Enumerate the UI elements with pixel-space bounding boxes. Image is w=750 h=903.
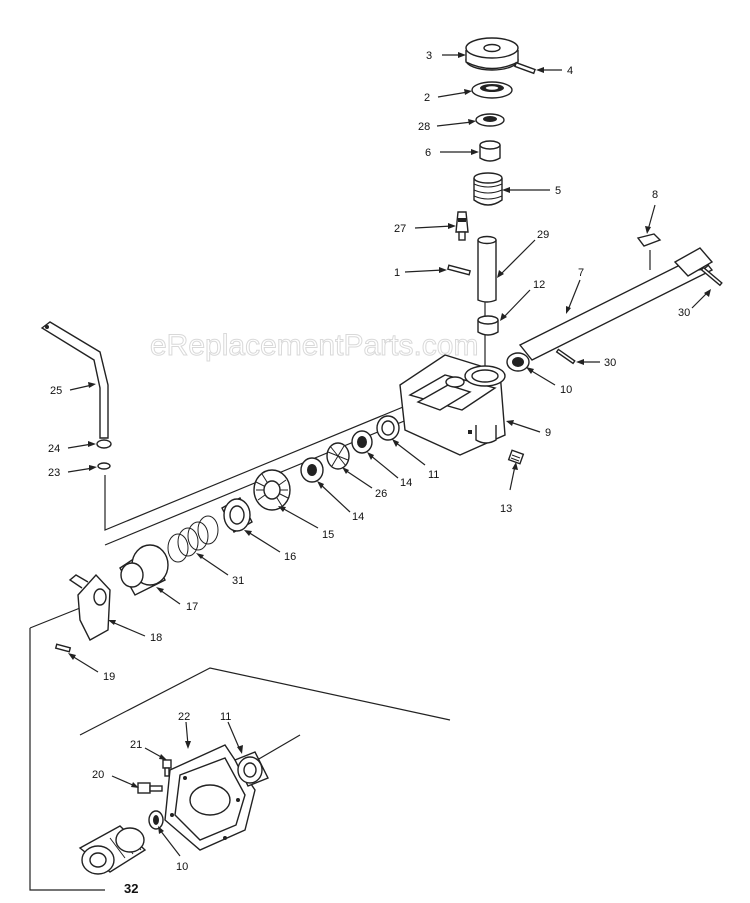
- part-28-washer[interactable]: [475, 113, 505, 127]
- callout-32: 32: [124, 881, 138, 896]
- callout-21: 21: [130, 739, 142, 751]
- part-16-collar[interactable]: [221, 497, 253, 533]
- part-29-shaft[interactable]: [477, 235, 497, 303]
- callout-7: 7: [578, 267, 584, 279]
- callout-11-upper: 11: [428, 469, 439, 481]
- callout-25: 25: [50, 385, 62, 397]
- callout-4: 4: [567, 65, 573, 77]
- callout-22: 22: [178, 711, 190, 723]
- callout-9: 9: [545, 427, 551, 439]
- part-12-bearing[interactable]: [477, 315, 499, 336]
- part-24-washer[interactable]: [96, 439, 112, 449]
- callout-19: 19: [103, 671, 115, 683]
- callout-31: 31: [232, 575, 244, 587]
- callout-30-mid: 30: [604, 357, 616, 369]
- leader-lines: [67, 52, 711, 857]
- part-2-bearing[interactable]: [471, 81, 513, 99]
- part-20-bolt[interactable]: [137, 782, 163, 794]
- callout-labels: 3 4 2 28 6 5 27 29 8 7 1 12 30 30 10 25 …: [48, 50, 690, 896]
- callout-18: 18: [150, 632, 162, 644]
- part-32-boot[interactable]: [78, 825, 147, 875]
- callout-5: 5: [555, 185, 561, 197]
- callout-8: 8: [652, 189, 658, 201]
- part-25-shift-lever[interactable]: [40, 321, 109, 439]
- part-30-pin-mid[interactable]: [555, 348, 576, 365]
- callout-26: 26: [375, 488, 387, 500]
- callout-14-lower: 14: [352, 511, 364, 523]
- part-10-seal-lower[interactable]: [148, 810, 164, 830]
- callout-15: 15: [322, 529, 334, 541]
- part-15-gear[interactable]: [253, 469, 291, 511]
- part-5-worm-gear[interactable]: [473, 172, 503, 206]
- part-13-set-screw[interactable]: [507, 449, 525, 465]
- callout-17: 17: [186, 601, 198, 613]
- part-22-cover-plate[interactable]: [164, 744, 256, 851]
- part-23-clip[interactable]: [97, 462, 111, 470]
- callout-11-lower: 11: [220, 711, 231, 723]
- part-7-shaft[interactable]: [518, 247, 714, 361]
- callout-6: 6: [425, 147, 431, 159]
- callout-16: 16: [284, 551, 296, 563]
- part-30-pin-right[interactable]: [700, 266, 723, 287]
- part-31-spring[interactable]: [167, 515, 219, 563]
- callout-30-right: 30: [678, 307, 690, 319]
- callout-24: 24: [48, 443, 60, 455]
- part-9-gear-case[interactable]: [399, 354, 506, 456]
- part-8-key[interactable]: [636, 233, 662, 247]
- part-19-pin[interactable]: [54, 643, 72, 653]
- callout-12: 12: [533, 279, 545, 291]
- callout-29: 29: [537, 229, 549, 241]
- part-26-clutch[interactable]: [326, 442, 350, 470]
- part-6-bushing[interactable]: [479, 140, 501, 162]
- callout-2: 2: [424, 92, 430, 104]
- callout-10-lower: 10: [176, 861, 188, 873]
- callout-13: 13: [500, 503, 512, 515]
- callout-10-upper: 10: [560, 384, 572, 396]
- part-14-washer-upper[interactable]: [351, 430, 373, 454]
- part-3-pulley[interactable]: [465, 37, 519, 71]
- part-17-cone-hub[interactable]: [119, 544, 169, 596]
- callout-23: 23: [48, 467, 60, 479]
- callout-20: 20: [92, 769, 104, 781]
- callout-14-upper: 14: [400, 477, 412, 489]
- watermark-text: eReplacementParts.com: [150, 329, 478, 362]
- part-10-seal-upper[interactable]: [506, 352, 530, 372]
- part-1-pin[interactable]: [446, 264, 472, 276]
- part-18-shift-fork[interactable]: [68, 573, 111, 641]
- part-11-bearing-upper[interactable]: [376, 415, 400, 441]
- part-4-key[interactable]: [514, 61, 536, 75]
- callout-27: 27: [394, 223, 406, 235]
- part-27-fitting[interactable]: [455, 211, 469, 241]
- callout-1: 1: [394, 267, 400, 279]
- callout-3: 3: [426, 50, 432, 62]
- callout-28: 28: [418, 121, 430, 133]
- part-11-bearing-lower[interactable]: [234, 751, 269, 787]
- part-14-washer-lower[interactable]: [300, 457, 324, 483]
